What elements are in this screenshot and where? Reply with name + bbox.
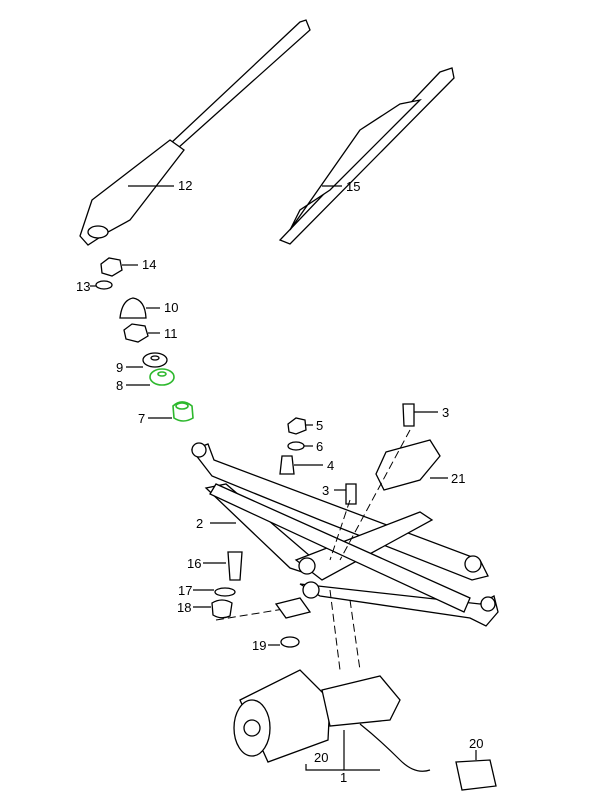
connector-20[interactable]: [455, 750, 497, 791]
nut-11[interactable]: [123, 323, 160, 343]
bracket-21[interactable]: [329, 429, 448, 561]
callout-20-motor[interactable]: 20: [314, 750, 328, 765]
washer-13[interactable]: [90, 280, 113, 290]
linkage-frame-part[interactable]: [190, 442, 499, 627]
bolt-3-mid[interactable]: [334, 483, 357, 505]
callout-9[interactable]: 9: [116, 360, 123, 375]
grommet-19[interactable]: [268, 597, 312, 648]
callout-19[interactable]: 19: [252, 638, 266, 653]
washer-9[interactable]: [126, 352, 168, 368]
callout-8[interactable]: 8: [116, 378, 123, 393]
wiper-arm-part[interactable]: [79, 19, 311, 246]
washer-17[interactable]: [193, 587, 236, 597]
wiper-blade-part[interactable]: [278, 67, 455, 245]
bolt-16[interactable]: [203, 551, 243, 581]
nut-5[interactable]: [287, 417, 313, 435]
wiper-motor-1[interactable]: [233, 669, 431, 772]
grommet-18[interactable]: [193, 599, 291, 621]
nut-14[interactable]: [100, 257, 138, 277]
callout-10[interactable]: 10: [164, 300, 178, 315]
bolt-3-top[interactable]: [402, 403, 438, 427]
callout-1[interactable]: 1: [340, 770, 347, 785]
callout-20-connector[interactable]: 20: [469, 736, 483, 751]
callout-11[interactable]: 11: [164, 326, 178, 341]
callout-5[interactable]: 5: [316, 418, 323, 433]
cap-10[interactable]: [119, 297, 160, 319]
stud-4[interactable]: [279, 455, 323, 475]
callout-14[interactable]: 14: [142, 257, 156, 272]
callout-3-mid[interactable]: 3: [322, 483, 329, 498]
callout-17[interactable]: 17: [178, 583, 192, 598]
callout-15[interactable]: 15: [346, 179, 360, 194]
nut-8-highlighted[interactable]: [126, 368, 175, 386]
callout-16[interactable]: 16: [187, 556, 201, 571]
callout-21[interactable]: 21: [451, 471, 465, 486]
callout-4[interactable]: 4: [327, 458, 334, 473]
callout-7[interactable]: 7: [138, 411, 145, 426]
bushing-7-highlighted[interactable]: [148, 401, 194, 422]
callout-18[interactable]: 18: [177, 600, 191, 615]
washer-6[interactable]: [287, 441, 313, 451]
callout-13[interactable]: 13: [76, 279, 90, 294]
callout-3-top[interactable]: 3: [442, 405, 449, 420]
callout-6[interactable]: 6: [316, 439, 323, 454]
callout-12[interactable]: 12: [178, 178, 192, 193]
callout-2[interactable]: 2: [196, 516, 203, 531]
